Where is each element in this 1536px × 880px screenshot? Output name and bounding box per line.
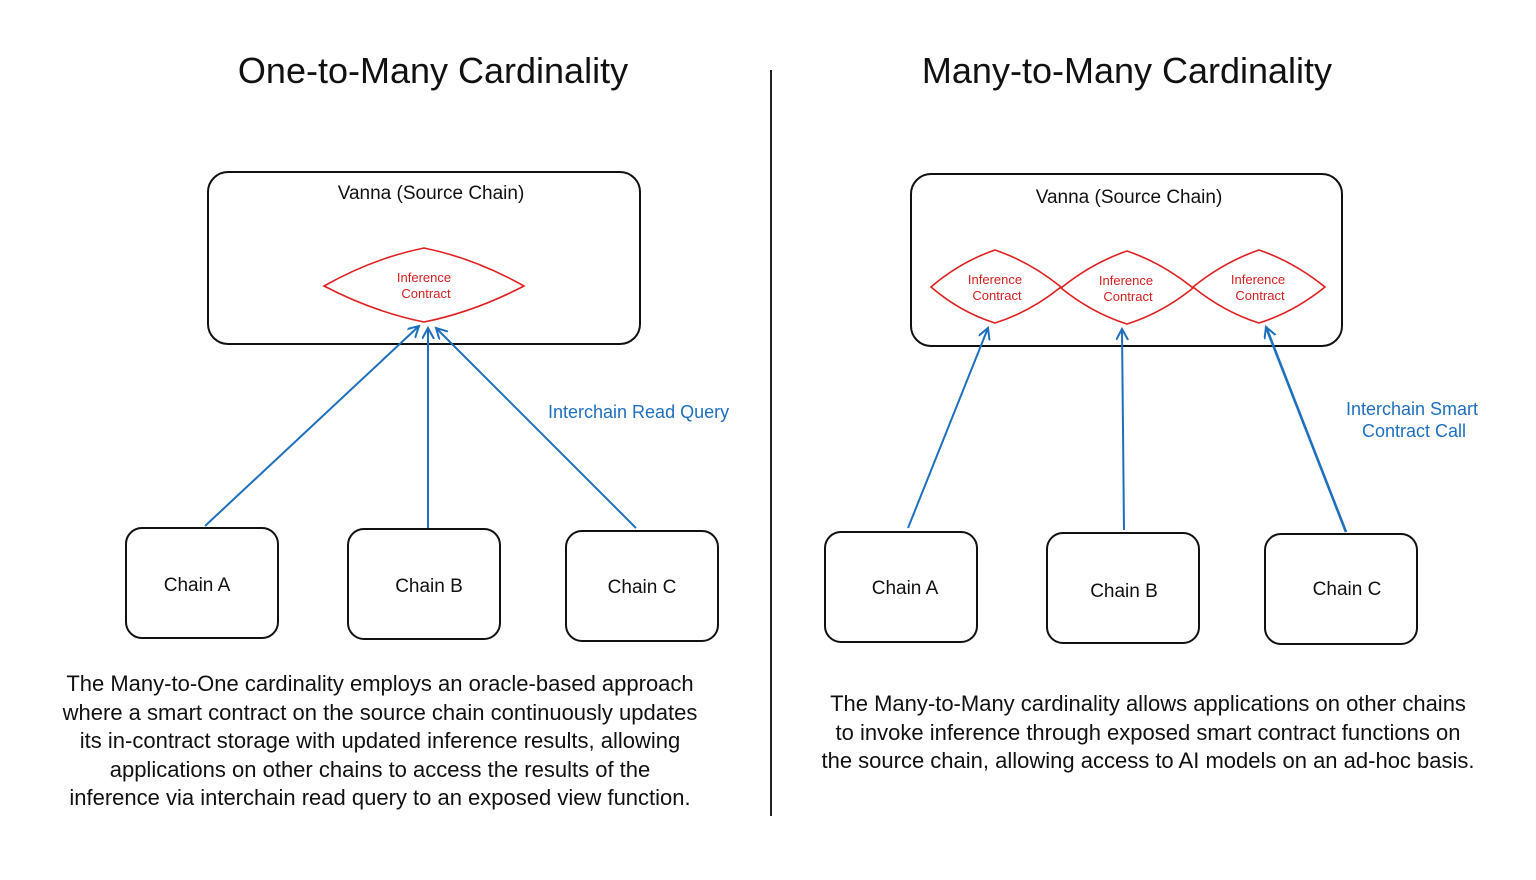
left-edge-label: Interchain Read Query — [548, 402, 729, 422]
inference-contract-diamond — [1191, 249, 1327, 324]
left-source-chain-label: Vanna (Source Chain) — [338, 183, 525, 204]
chain-box — [1264, 533, 1418, 645]
right-edge-label-line1: Interchain Smart — [1346, 399, 1478, 419]
right-arrow-chain-b — [1122, 329, 1124, 531]
chain-label: Chain A — [164, 575, 231, 596]
inference-contract-label-line2: Contract — [1103, 289, 1153, 304]
right-panel: Many-to-Many Cardinality Vanna (Source C… — [824, 50, 1478, 645]
right-chain-b: Chain B — [1046, 532, 1200, 644]
inference-contract-label-line1: Inference — [1099, 273, 1153, 288]
chain-label: Chain B — [1090, 581, 1158, 602]
left-panel: One-to-Many Cardinality Vanna (Source Ch… — [125, 50, 729, 642]
inference-contract-label-line1: Inference — [1231, 272, 1285, 287]
left-chain-b: Chain B — [347, 528, 501, 640]
chain-label: Chain B — [395, 576, 463, 597]
left-chain-c: Chain C — [565, 530, 719, 642]
right-inference-contract-1: Inference Contract — [929, 249, 1063, 324]
chain-label: Chain C — [608, 577, 677, 598]
inference-contract-diamond — [322, 247, 526, 323]
inference-contract-label-line2: Contract — [1235, 288, 1285, 303]
inference-contract-label-line2: Contract — [401, 286, 451, 301]
inference-contract-label-line1: Inference — [397, 270, 451, 285]
inference-contract-label-line2: Contract — [972, 288, 1022, 303]
left-source-chain-box — [207, 171, 641, 345]
right-source-chain-box — [910, 173, 1343, 347]
chain-box — [565, 530, 719, 642]
right-panel-description: The Many-to-Many cardinality allows appl… — [821, 691, 1475, 773]
chain-box — [824, 531, 978, 643]
left-chain-a: Chain A — [125, 527, 279, 639]
left-arrow-chain-a — [204, 326, 419, 527]
right-panel-title: Many-to-Many Cardinality — [922, 50, 1332, 91]
chain-box — [347, 528, 501, 640]
right-source-chain-label: Vanna (Source Chain) — [1036, 187, 1223, 208]
left-inference-contract: Inference Contract — [322, 247, 526, 323]
left-panel-description: The Many-to-One cardinality employs an o… — [62, 671, 698, 810]
chain-label: Chain A — [872, 578, 939, 599]
chain-box — [125, 527, 279, 639]
chain-box — [1046, 532, 1200, 644]
right-arrow-chain-a — [907, 328, 988, 529]
right-inference-contract-2: Inference Contract — [1059, 250, 1195, 325]
chain-label: Chain C — [1313, 579, 1382, 600]
right-chain-c: Chain C — [1264, 533, 1418, 645]
left-arrow-chain-c — [436, 328, 637, 529]
right-chain-a: Chain A — [824, 531, 978, 643]
left-panel-title: One-to-Many Cardinality — [238, 50, 628, 91]
right-arrow-chain-c — [1266, 327, 1348, 533]
right-edge-label-line2: Contract Call — [1362, 421, 1466, 441]
right-inference-contract-3: Inference Contract — [1191, 249, 1327, 324]
inference-contract-label-line1: Inference — [968, 272, 1022, 287]
